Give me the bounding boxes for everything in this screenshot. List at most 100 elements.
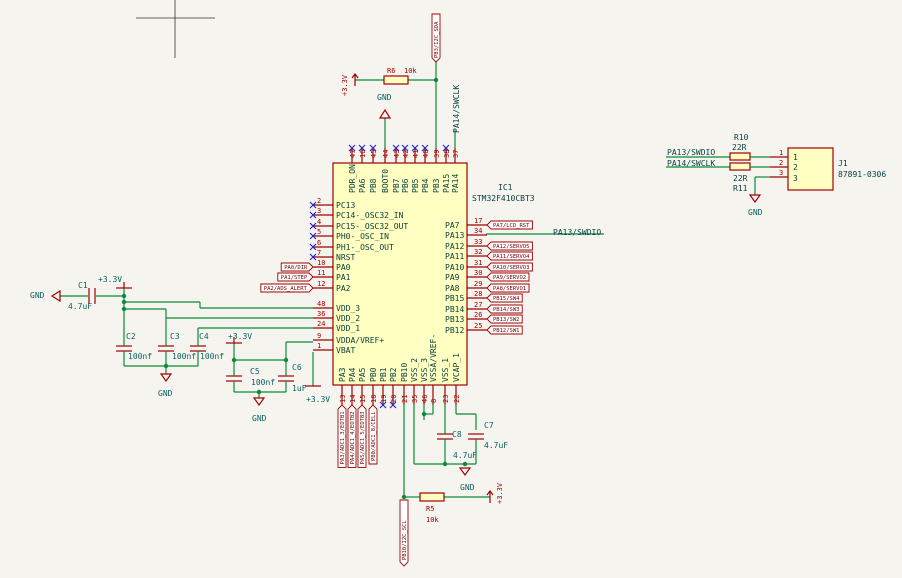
net-label[interactable]	[486, 262, 533, 272]
net-label[interactable]	[486, 293, 523, 303]
net-label[interactable]	[357, 404, 367, 468]
ic-body[interactable]	[332, 162, 468, 386]
ic-bottom-pins: 13PA3PA3/ADC1_3/EDTB114PA4PA4/ADC1_4/EDT…	[337, 334, 461, 468]
r10-resistor[interactable]	[729, 152, 751, 161]
j1-pin3-num: 3	[779, 169, 783, 177]
pin-name: PA0	[336, 263, 351, 272]
net-label[interactable]	[486, 304, 523, 314]
c5-gnd-label: GND	[252, 414, 267, 423]
net-label[interactable]	[486, 325, 523, 335]
c1-ref: C1	[78, 281, 88, 290]
pin-name: PA13	[445, 231, 464, 240]
pin-vss-3[interactable]: 46 VSS_3	[420, 358, 429, 405]
pin-name: PB5	[411, 178, 420, 193]
pin-name: VSS_3	[420, 358, 429, 382]
r6-resistor[interactable]	[383, 75, 409, 85]
j1-body[interactable]	[787, 147, 834, 191]
r5-resistor[interactable]	[419, 492, 445, 502]
pa13-wire-label: PA13/SWDIO	[553, 228, 601, 237]
r11-resistor[interactable]	[729, 162, 751, 171]
net-label-text: PA4/ADC1_4/EDTB2	[350, 411, 356, 464]
net-label[interactable]	[486, 272, 530, 282]
pin-name: PA11	[445, 252, 464, 261]
net-label-text: PA0/DIR	[284, 265, 308, 271]
net-label[interactable]	[347, 404, 357, 468]
net-label[interactable]	[368, 404, 378, 465]
pin-number: 46	[421, 395, 429, 403]
net-label[interactable]	[486, 314, 523, 324]
net-label[interactable]	[486, 241, 533, 251]
c1-value: 4.7uF	[68, 302, 92, 311]
net-label[interactable]	[280, 262, 314, 272]
vss-gnd-label: GND	[460, 483, 475, 492]
pin-number: 38	[443, 150, 451, 158]
r5-ref: R5	[426, 505, 434, 513]
net-label[interactable]	[486, 283, 530, 293]
net-label[interactable]	[486, 251, 533, 261]
pin-number: 33	[474, 238, 482, 246]
j1-pin1-name: 1	[793, 153, 798, 162]
net-label-text: PB14/SW3	[493, 307, 520, 313]
net-label[interactable]	[486, 220, 533, 230]
net-label[interactable]	[260, 283, 314, 293]
pin-name: PA2	[336, 284, 351, 293]
net-label-text: PA2/ADS_ALERT	[264, 286, 308, 292]
net-label[interactable]	[277, 272, 314, 282]
net-label-text: PB13/SW2	[493, 317, 520, 323]
pin-name: PB7	[392, 178, 401, 193]
c2-value: 100nf	[128, 352, 152, 361]
net-label[interactable]	[337, 404, 347, 468]
net-label-text: PA5/ADC1_5/EDTB3	[360, 411, 366, 464]
pin-name: PA5	[358, 367, 367, 382]
pin-number: 32	[474, 248, 482, 256]
